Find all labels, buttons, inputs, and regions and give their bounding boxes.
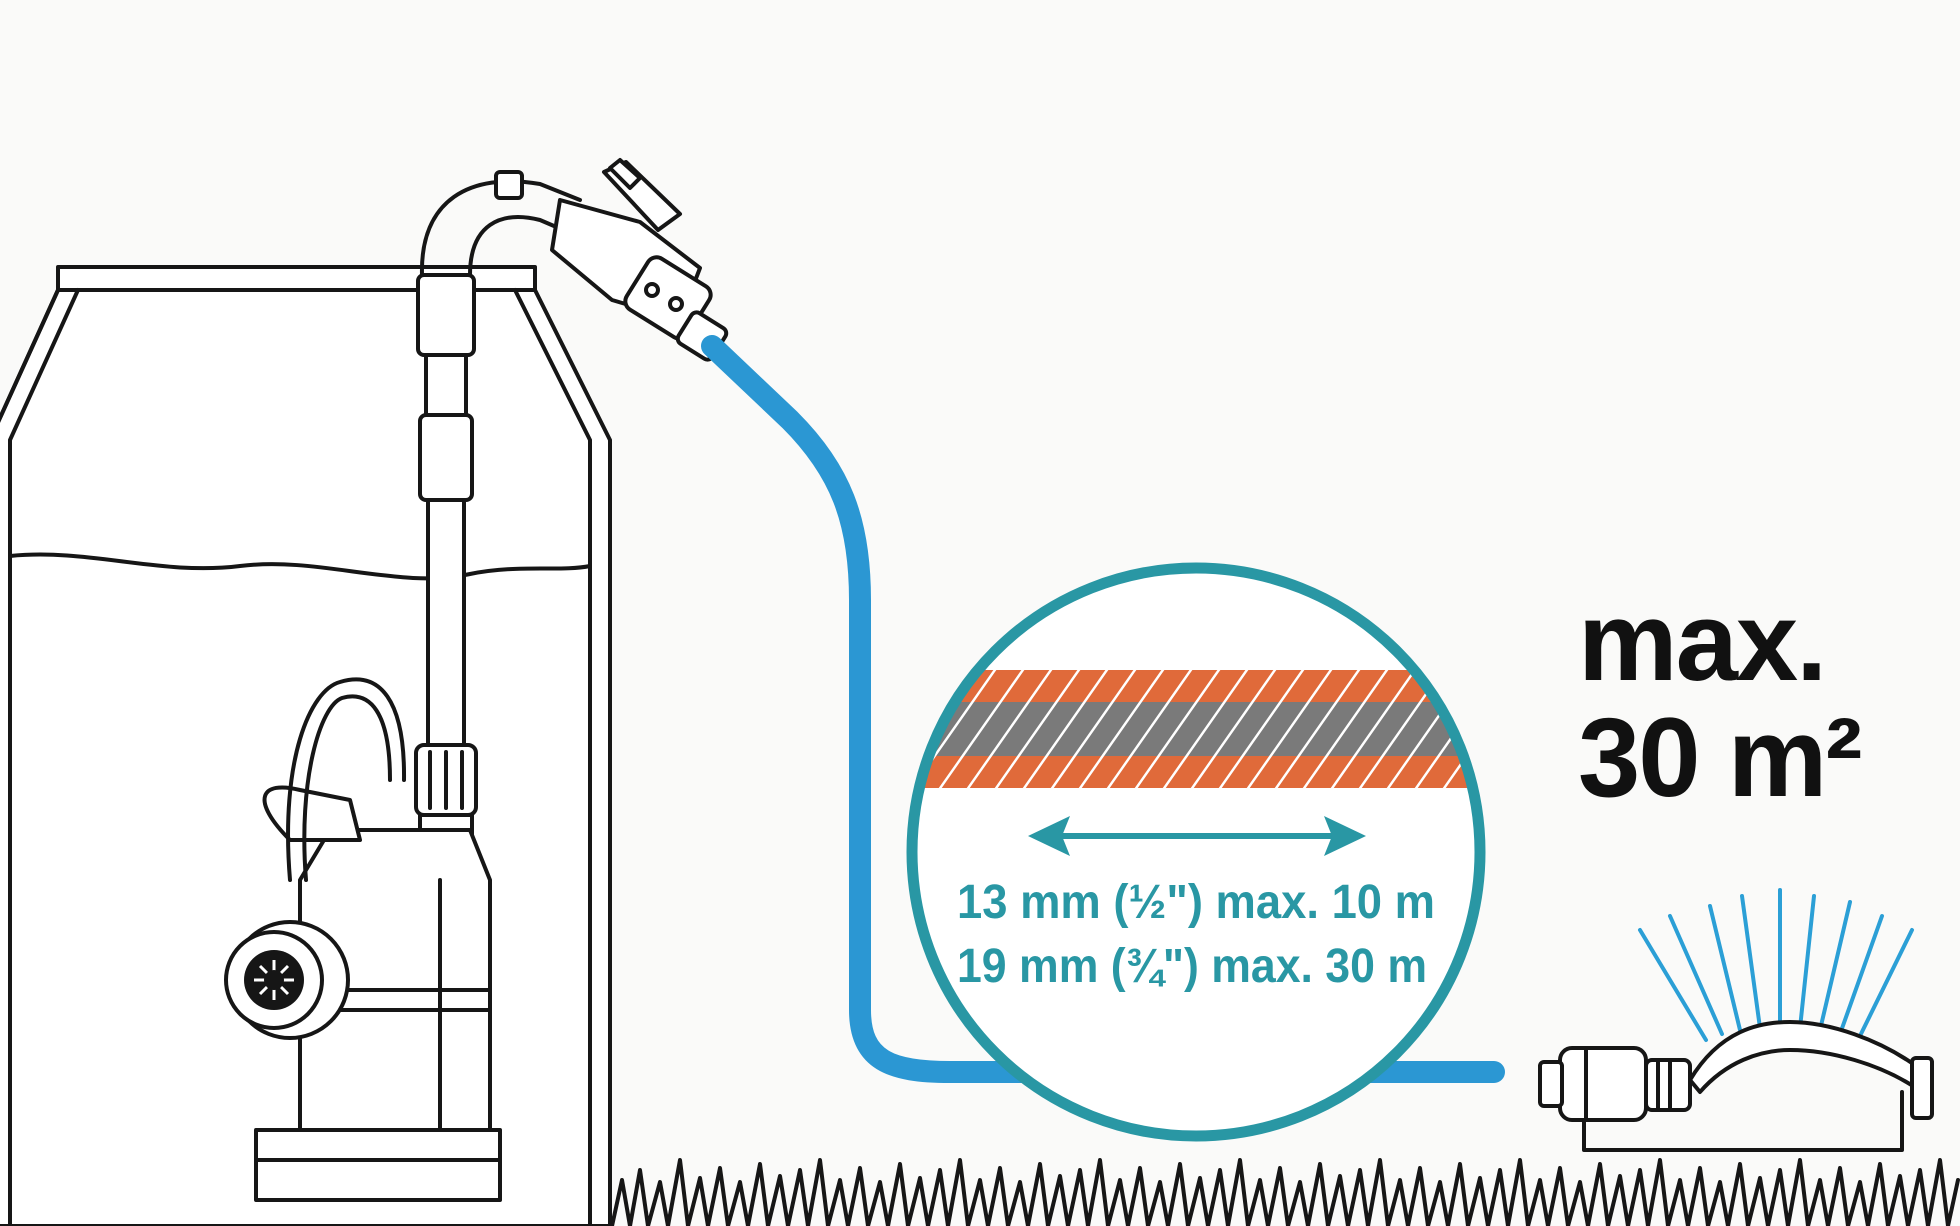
coverage-label-area: 30 m² — [1578, 695, 1863, 820]
hose-spec-19mm: 19 mm (¾") max. 30 m — [957, 940, 1427, 993]
sprinkler — [1538, 888, 1934, 1152]
hose-callout: 13 mm (½") max. 10 m 19 mm (¾") max. 30 … — [906, 562, 1486, 1142]
water-surface — [8, 552, 592, 581]
hose-spec-13mm: 13 mm (½") max. 10 m — [957, 876, 1435, 929]
hose-cross-section — [912, 670, 1480, 788]
outlet-elbow-valve — [419, 158, 729, 362]
double-arrow-icon — [1028, 816, 1366, 856]
water-spray — [1638, 888, 1914, 1042]
garden-hose — [701, 335, 1505, 1083]
grass — [610, 1158, 1960, 1226]
coverage-label-max: max. — [1578, 579, 1827, 704]
submersible-pump — [224, 273, 502, 1202]
